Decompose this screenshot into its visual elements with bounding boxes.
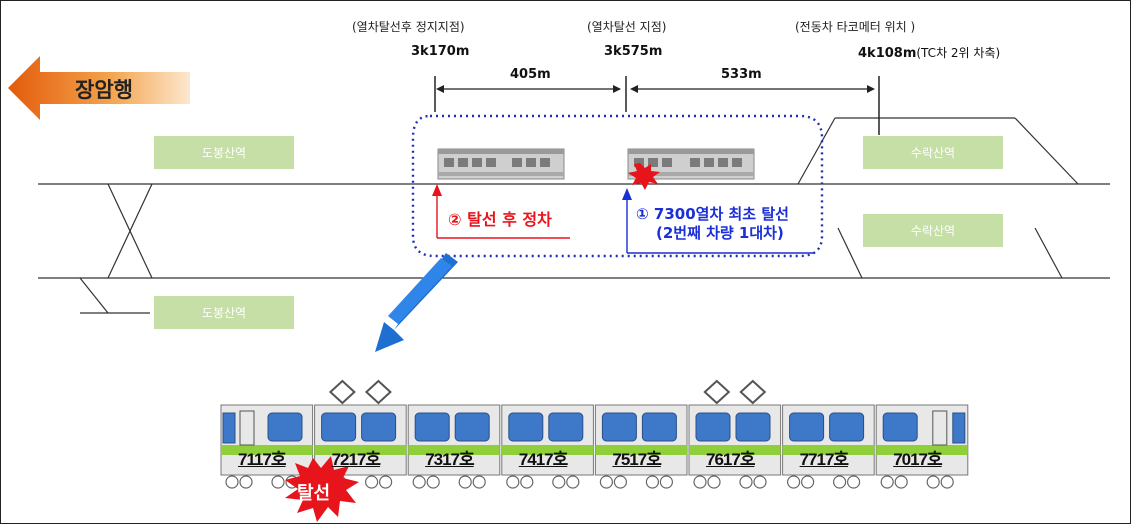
derail-arrow	[622, 188, 632, 200]
point-value-tacho: 4k108m(TC차 2위 차축)	[858, 46, 1001, 61]
distance-405m: 405m	[510, 67, 551, 82]
point-caption-derail: (열차탈선 지점)	[587, 20, 667, 34]
pantograph-icon	[739, 379, 767, 405]
train-car	[875, 404, 969, 489]
branch-line	[1034, 227, 1063, 279]
point-caption-tacho: (전동차 타코메터 위치 )	[795, 20, 916, 34]
point-value-derail: 3k575m	[604, 44, 663, 59]
branch-line	[797, 117, 836, 185]
train-car	[688, 404, 782, 489]
stop-event-label: ② 탈선 후 정차	[448, 210, 552, 229]
train-car	[782, 404, 875, 489]
zoom-arrow-icon	[375, 253, 458, 352]
car-number-label: 7417호	[518, 450, 568, 469]
car-number-label: 7017호	[893, 450, 942, 469]
car-number-label: 7217호	[331, 450, 381, 469]
car-number-label: 7617호	[706, 450, 755, 469]
branch-line	[837, 227, 863, 279]
train-car	[594, 404, 688, 489]
station-suraksan-lower: 수락산역	[863, 214, 1003, 247]
point-value-stop: 3k170m	[411, 44, 470, 59]
train-full-formation	[220, 379, 969, 489]
distance-533m: 533m	[721, 67, 762, 82]
station-suraksan-upper: 수락산역	[863, 136, 1003, 169]
station-dobongsan-upper: 도봉산역	[154, 136, 294, 169]
train-car	[314, 404, 407, 489]
pantograph-icon	[703, 379, 731, 405]
train-car	[501, 404, 594, 489]
point-caption-stop: (열차탈선후 정지지점)	[352, 20, 465, 34]
derail-event-sublabel: (2번째 차량 1대차)	[656, 224, 784, 242]
derail-burst-label: 탈선	[297, 483, 331, 504]
direction-label: 장암행	[75, 78, 133, 102]
car-number-label: 7717호	[799, 450, 849, 469]
train-after-stop	[437, 148, 565, 180]
car-number-label: 7317호	[425, 450, 474, 469]
pantograph-icon	[328, 379, 356, 405]
car-number-label: 7517호	[612, 450, 661, 469]
small-burst-icon	[628, 163, 660, 190]
train-car	[407, 404, 501, 489]
pantograph-icon	[364, 379, 392, 405]
direction-arrow-icon	[8, 56, 190, 120]
derail-event-label: ① 7300열차 최초 탈선	[636, 205, 789, 223]
station-dobongsan-lower: 도봉산역	[154, 296, 294, 329]
car-number-label: 7117호	[238, 450, 287, 469]
train-car	[220, 404, 314, 489]
crossover-line	[107, 183, 153, 279]
siding-line	[79, 277, 109, 314]
train-derail-point	[627, 148, 755, 180]
derail-burst-icon	[285, 456, 359, 522]
branch-line	[1014, 117, 1079, 185]
stop-arrow	[432, 184, 442, 196]
